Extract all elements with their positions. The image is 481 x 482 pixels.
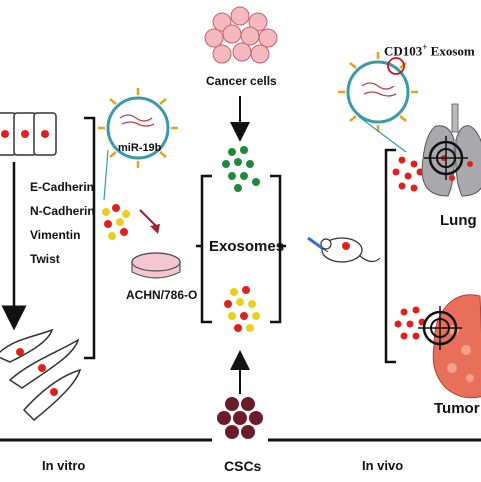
syringe-icon — [307, 236, 329, 253]
csc-cells-icon — [217, 397, 263, 439]
cd103-vesicle-icon — [338, 52, 418, 132]
mir-vesicle-icon — [98, 88, 178, 168]
lung-label: Lung — [440, 212, 477, 229]
cell-line-label: ACHN/786-O — [126, 288, 198, 302]
marker-e-cadherin: E-Cadherin — [30, 180, 95, 194]
cd103-text: CD103 — [384, 43, 423, 59]
mouse-icon — [320, 237, 381, 263]
exosome-bracket-left — [196, 174, 212, 324]
in-vivo-label: In vivo — [362, 458, 404, 473]
tumor-label: Tumor — [434, 400, 480, 417]
pipette-icon — [139, 209, 160, 234]
cancer-cells-label: Cancer cells — [206, 74, 277, 88]
in-vitro-label: In vitro — [42, 458, 86, 473]
lung-exosome-dots — [392, 156, 424, 192]
epithelial-cells-icon — [0, 112, 57, 156]
marker-vimentin: Vimentin — [30, 228, 81, 242]
csc-exosomes-icon — [224, 286, 260, 332]
petri-dish-icon — [131, 252, 181, 279]
tumor-target-icon — [418, 306, 462, 350]
cd103-pointer-line — [357, 115, 407, 153]
marker-n-cadherin: N-Cadherin — [30, 204, 95, 218]
lung-target-icon — [424, 136, 468, 180]
green-exosomes-icon — [222, 146, 260, 192]
tumor-exosome-dots — [394, 306, 426, 340]
exosomes-label: Exosomes — [209, 238, 285, 255]
vesicle-pointer-line — [103, 149, 109, 201]
exosome-bracket-right — [270, 174, 286, 324]
cd103-superscript: + — [422, 42, 428, 52]
exosome-text: Exosom — [430, 43, 475, 59]
mir-label: miR-19b — [118, 142, 162, 154]
marker-twist: Twist — [30, 252, 60, 266]
cscs-label: CSCs — [224, 458, 262, 474]
in-vivo-bracket — [384, 148, 396, 364]
in-vitro-bracket — [84, 116, 96, 360]
exosome-dots-left — [102, 204, 130, 240]
cancer-cells-icon — [204, 6, 278, 64]
cd103-label: CD103+ Exosom — [384, 42, 475, 59]
mesenchymal-cells-icon — [0, 328, 82, 422]
